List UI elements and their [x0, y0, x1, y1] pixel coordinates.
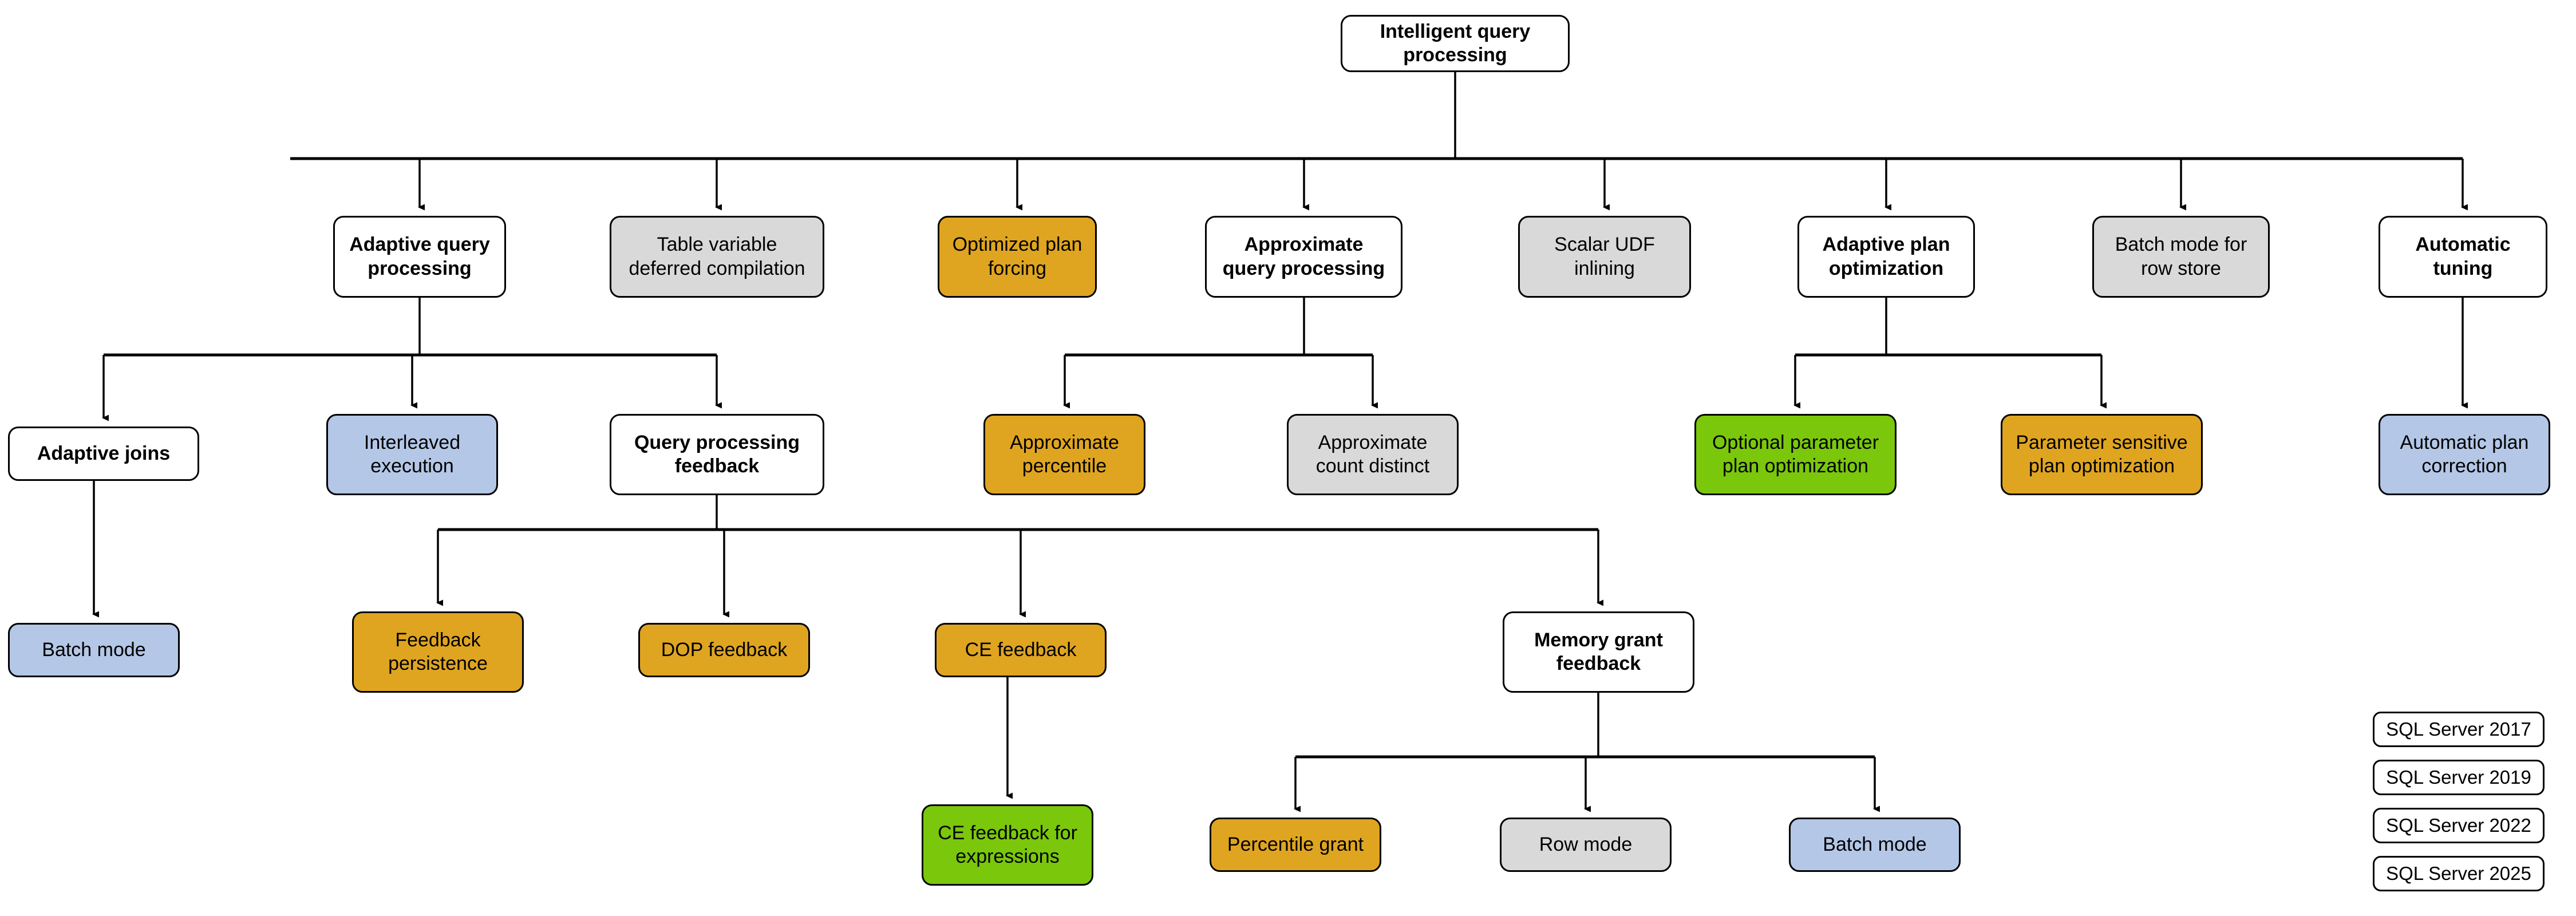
node-apct[interactable]: Approximate percentile: [983, 414, 1145, 495]
node-autotune[interactable]: Automatic tuning: [2379, 216, 2547, 298]
node-sudf[interactable]: Scalar UDF inlining: [1518, 216, 1691, 298]
node-cefbexpr[interactable]: CE feedback for expressions: [922, 804, 1093, 886]
legend-item-sql-server-2019: SQL Server 2019: [2373, 760, 2545, 795]
node-qpf[interactable]: Query processing feedback: [610, 414, 824, 495]
node-fpers[interactable]: Feedback persistence: [352, 611, 524, 693]
node-rowmode[interactable]: Row mode: [1500, 818, 1672, 872]
node-bmode1[interactable]: Batch mode: [8, 623, 180, 677]
node-pspo[interactable]: Parameter sensitive plan optimization: [2001, 414, 2203, 495]
node-bmrs[interactable]: Batch mode for row store: [2092, 216, 2270, 298]
node-oppo[interactable]: Optional parameter plan optimization: [1694, 414, 1897, 495]
node-apc[interactable]: Automatic plan correction: [2379, 414, 2550, 495]
node-tvdc[interactable]: Table variable deferred compilation: [610, 216, 824, 298]
node-iexec[interactable]: Interleaved execution: [326, 414, 498, 495]
legend-item-sql-server-2025: SQL Server 2025: [2373, 856, 2545, 891]
node-opf[interactable]: Optimized plan forcing: [938, 216, 1097, 298]
node-acd[interactable]: Approximate count distinct: [1287, 414, 1459, 495]
node-pgrant[interactable]: Percentile grant: [1210, 818, 1381, 872]
node-dopfb[interactable]: DOP feedback: [638, 623, 810, 677]
node-apo[interactable]: Adaptive plan optimization: [1797, 216, 1975, 298]
legend-item-sql-server-2022: SQL Server 2022: [2373, 808, 2545, 843]
node-bmode2[interactable]: Batch mode: [1789, 818, 1961, 872]
node-cefb[interactable]: CE feedback: [935, 623, 1107, 677]
node-aqproc[interactable]: Approximate query processing: [1205, 216, 1402, 298]
legend-item-sql-server-2017: SQL Server 2017: [2373, 712, 2545, 747]
node-root[interactable]: Intelligent query processing: [1341, 15, 1570, 72]
node-mgfb[interactable]: Memory grant feedback: [1503, 611, 1694, 693]
node-aqp[interactable]: Adaptive query processing: [333, 216, 506, 298]
node-ajoins[interactable]: Adaptive joins: [8, 427, 199, 481]
